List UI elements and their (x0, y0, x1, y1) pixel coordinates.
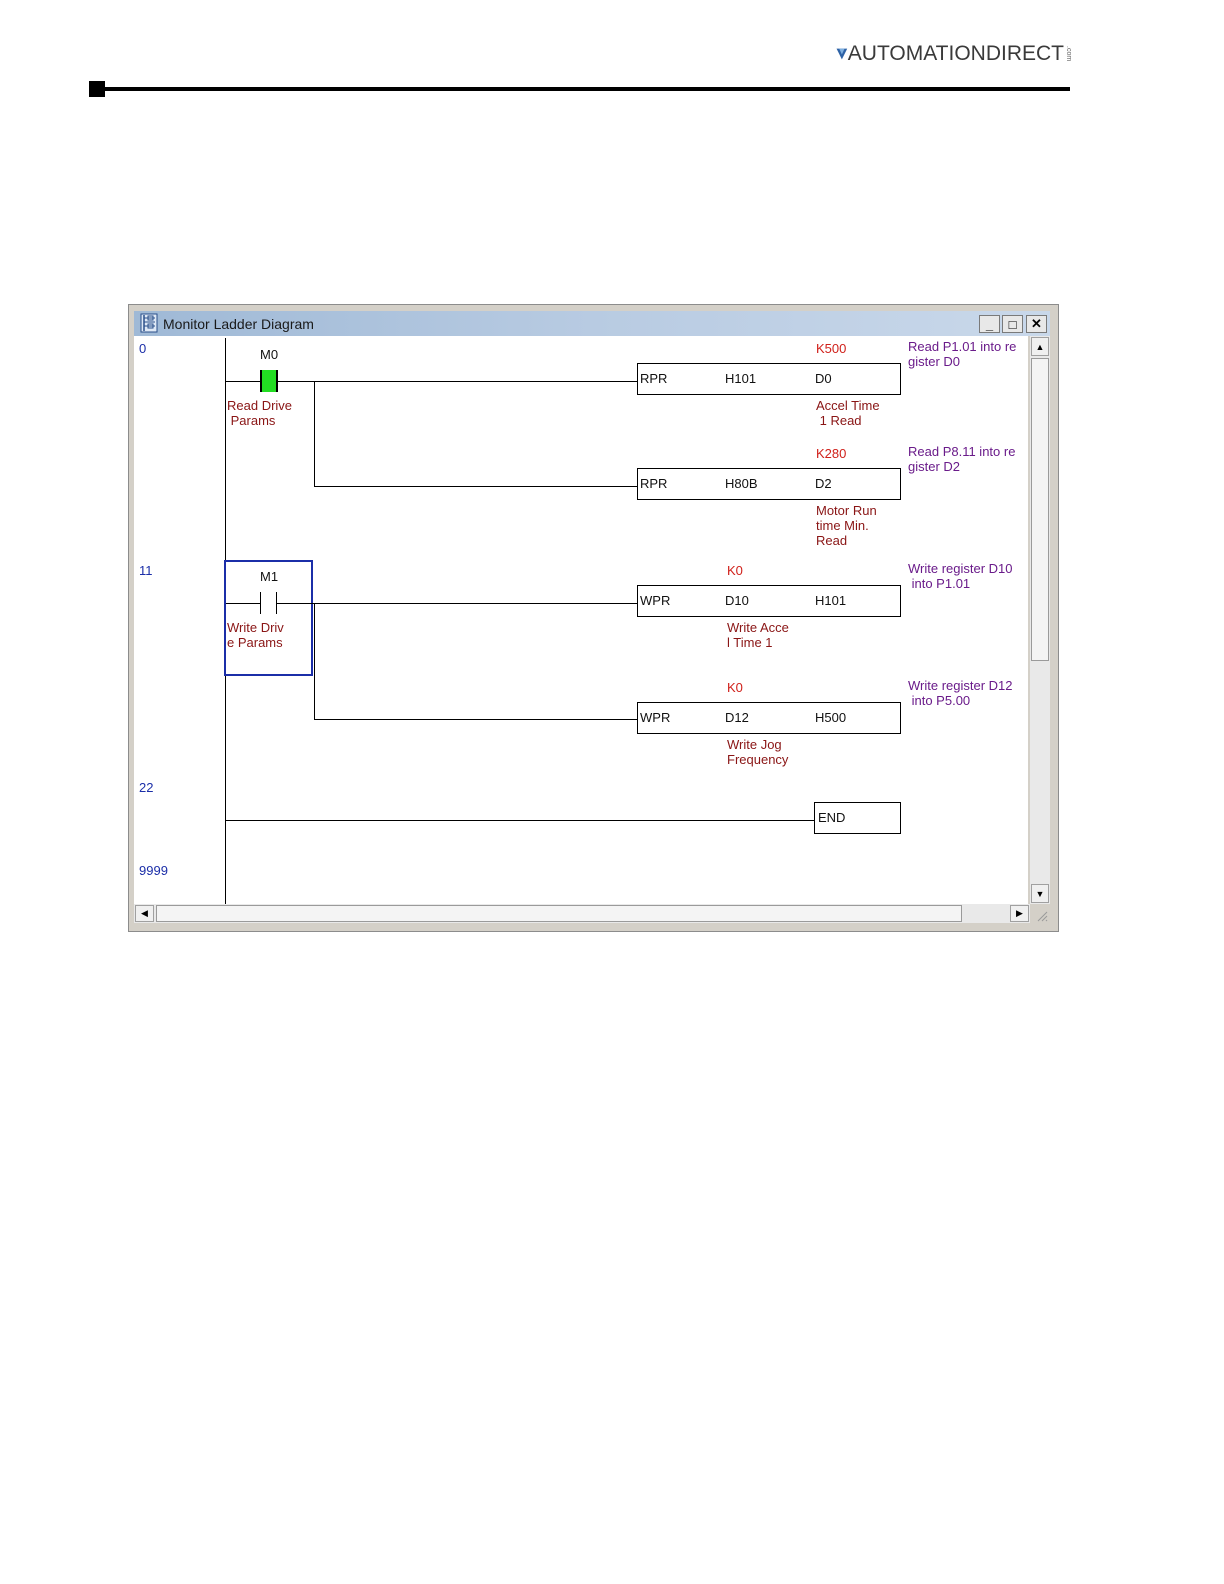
arrow-down-icon: ▼ (1035, 888, 1045, 899)
scroll-up-button[interactable]: ▲ (1031, 337, 1049, 356)
rung-comment: into P1.01 (908, 576, 971, 591)
operand-comment: Write Acce (727, 620, 789, 635)
window-title: Monitor Ladder Diagram (163, 316, 314, 332)
end-instruction-label: END (818, 810, 846, 825)
header-rule (104, 87, 1070, 91)
instruction-op: WPR (640, 710, 671, 725)
header-marker (89, 81, 105, 97)
instruction-operand: D0 (815, 371, 832, 386)
rung11-wire (226, 603, 260, 604)
horizontal-scroll-thumb[interactable] (156, 905, 962, 922)
operand-comment: time Min. (816, 518, 869, 533)
minimize-icon: _ (985, 316, 994, 332)
contact-device-m1: M1 (260, 569, 279, 584)
contact-comment: Read Drive (227, 398, 293, 413)
close-button[interactable]: ✕ (1026, 315, 1047, 333)
operand-comment: Accel Time (816, 398, 880, 413)
minimize-button[interactable]: _ (979, 315, 1000, 333)
rung11-branch-wire (314, 603, 315, 720)
rung11-branch-wire (314, 719, 637, 720)
rung-comment: Read P8.11 into re (908, 444, 1016, 459)
selection-cursor[interactable] (224, 560, 313, 676)
instruction-box[interactable] (637, 468, 901, 500)
rung-comment: gister D2 (908, 459, 961, 474)
instruction-operand: D10 (725, 593, 749, 608)
operand-comment: l Time 1 (727, 635, 773, 650)
contact-comment: Params (227, 413, 276, 428)
instruction-operand: D2 (815, 476, 832, 491)
rung-comment: Read P1.01 into re (908, 339, 1017, 354)
contact-m1-left-bar (260, 592, 261, 614)
operand-comment: Motor Run (816, 503, 877, 518)
monitor-value: K500 (816, 341, 847, 356)
contact-comment: e Params (227, 635, 283, 650)
logo-mark-icon (836, 48, 848, 60)
close-icon: ✕ (1031, 316, 1042, 331)
logo-text: AUTOMATIONDIRECT (847, 42, 1064, 65)
operand-comment: Frequency (727, 752, 789, 767)
scroll-right-button[interactable]: ▶ (1010, 905, 1029, 922)
rung0-branch-wire (314, 381, 315, 487)
monitor-value: K0 (727, 680, 743, 695)
instruction-box[interactable] (637, 702, 901, 734)
operand-comment: Read (816, 533, 848, 548)
contact-m1-right-bar (276, 592, 277, 614)
instruction-operand: H500 (815, 710, 847, 725)
window-titlebar[interactable] (134, 311, 1050, 336)
rung-comment: into P5.00 (908, 693, 971, 708)
rung-comment: Write register D10 (908, 561, 1013, 576)
instruction-operand: H80B (725, 476, 758, 491)
rung0-branch-wire (314, 486, 637, 487)
step-number: 11 (139, 563, 153, 578)
step-number: 22 (139, 780, 154, 795)
maximize-button[interactable]: □ (1002, 315, 1023, 333)
step-number: 0 (139, 341, 147, 356)
rung0-wire (278, 381, 637, 382)
operand-comment: Write Jog (727, 737, 782, 752)
scroll-left-button[interactable]: ◀ (135, 905, 154, 922)
monitor-value: K0 (727, 563, 743, 578)
rung-comment: Write register D12 (908, 678, 1013, 693)
contact-comment: Write Driv (227, 620, 284, 635)
instruction-box[interactable] (637, 363, 901, 395)
maximize-icon: □ (1008, 316, 1017, 332)
vertical-scroll-thumb[interactable] (1031, 358, 1049, 661)
arrow-right-icon: ▶ (1016, 908, 1023, 918)
instruction-operand: H101 (725, 371, 757, 386)
resize-grip-icon (1037, 911, 1048, 922)
rung11-wire (277, 603, 637, 604)
contact-device-m0: M0 (260, 347, 279, 362)
operand-comment: 1 Read (816, 413, 862, 428)
monitor-value: K280 (816, 446, 847, 461)
arrow-up-icon: ▲ (1035, 341, 1045, 352)
step-number: 9999 (139, 863, 168, 878)
instruction-op: RPR (640, 371, 668, 386)
instruction-op: WPR (640, 593, 671, 608)
scroll-down-button[interactable]: ▼ (1031, 884, 1049, 903)
rung22-wire (226, 820, 814, 821)
arrow-left-icon: ◀ (141, 908, 148, 918)
automationdirect-logo: AUTOMATIONDIRECT .com (836, 40, 1072, 68)
rung-comment: gister D0 (908, 354, 961, 369)
instruction-op: RPR (640, 476, 668, 491)
instruction-operand: H101 (815, 593, 847, 608)
ladder-app-icon (140, 313, 158, 333)
contact-m0-on[interactable] (260, 370, 278, 392)
end-instruction-box[interactable] (814, 802, 901, 834)
rung0-wire (226, 381, 260, 382)
resize-grip[interactable] (1030, 904, 1050, 923)
instruction-box[interactable] (637, 585, 901, 617)
instruction-operand: D12 (725, 710, 749, 725)
logo-suffix: .com (1065, 46, 1072, 62)
